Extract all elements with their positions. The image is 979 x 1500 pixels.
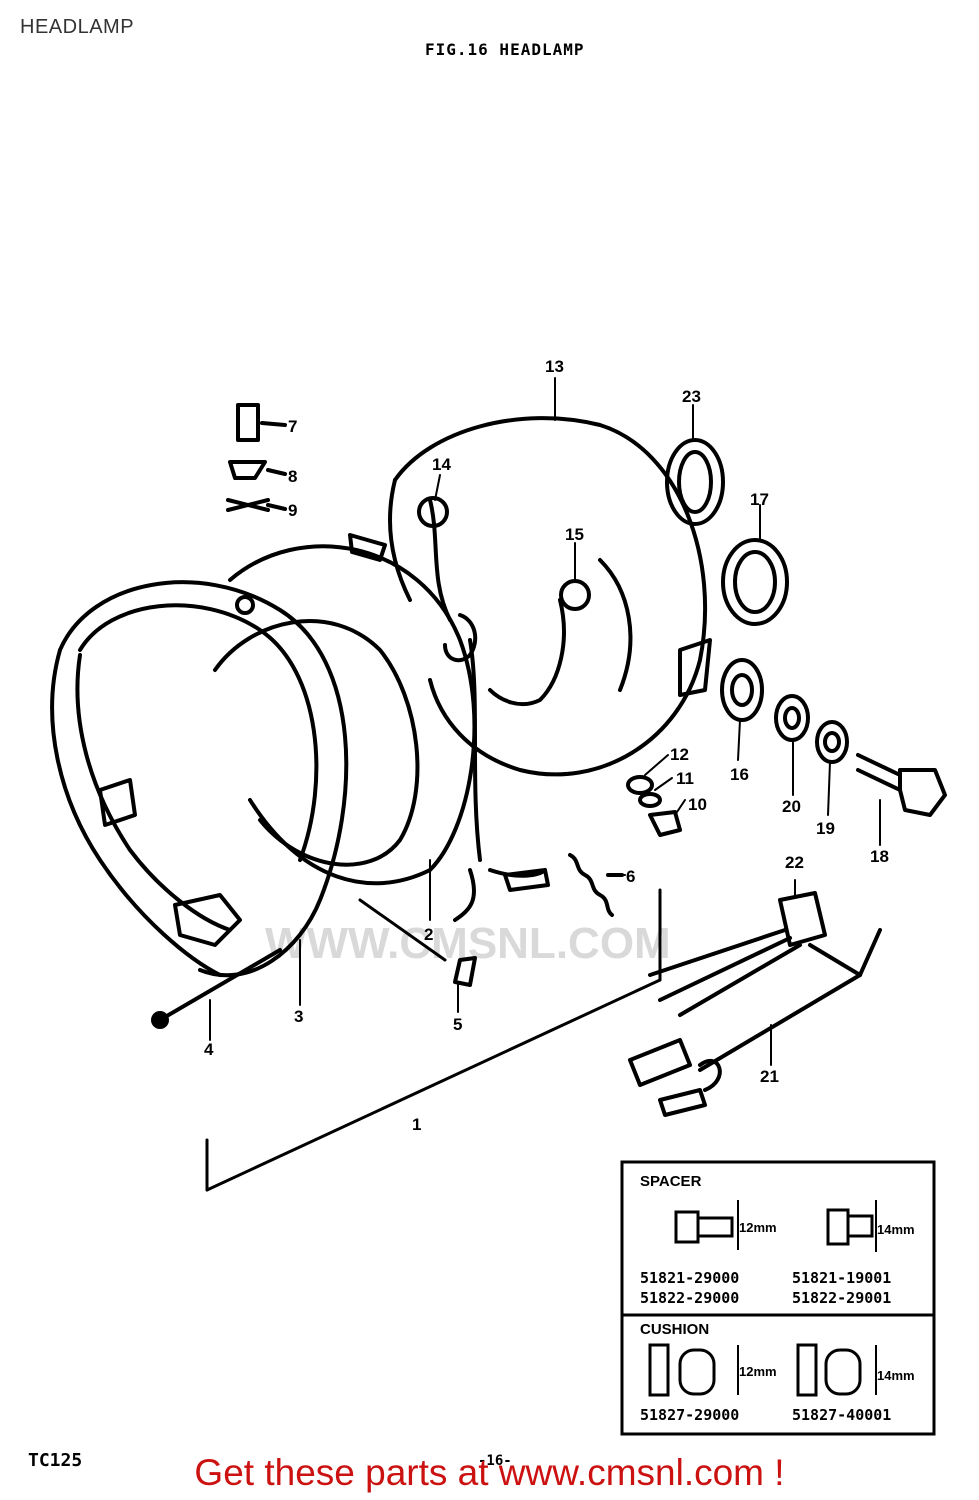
callout-5: 5	[453, 1015, 462, 1034]
spacer-drawing-a	[674, 1200, 739, 1250]
spacer-dim-b: 14mm	[877, 1222, 915, 1237]
spacer-part-a1: 51821-29000	[640, 1269, 739, 1287]
rim-fasteners	[226, 403, 287, 512]
callout-20: 20	[782, 797, 801, 816]
callout-16: 16	[730, 765, 749, 784]
callout-9: 9	[288, 501, 297, 520]
callout-12: 12	[670, 745, 689, 764]
spacer-drawing-b	[826, 1200, 877, 1252]
callout-22: 22	[785, 853, 804, 872]
cushion-dim-a: 12mm	[739, 1364, 777, 1379]
callout-2: 2	[424, 925, 433, 944]
cushion-part-b: 51827-40001	[792, 1406, 891, 1424]
mount-washers	[720, 658, 849, 764]
cushion-dim-b: 14mm	[877, 1368, 915, 1383]
spacer-dim-a: 12mm	[739, 1220, 777, 1235]
reference-table: SPACER 12mm 14mm 51821-29000 51822-29000…	[620, 1160, 936, 1436]
callout-11: 11	[676, 769, 694, 788]
spacer-part-a2: 51822-29000	[640, 1289, 739, 1307]
callout-18: 18	[870, 847, 889, 866]
callout-15: 15	[565, 525, 584, 544]
page-number: -16-	[478, 1453, 512, 1469]
callout-21: 21	[760, 1067, 779, 1086]
promo-link[interactable]: Get these parts at www.cmsnl.com !	[194, 1452, 785, 1493]
cushion-drawing-b	[796, 1343, 877, 1397]
headlamp-housing	[388, 416, 712, 777]
wiring-harness	[628, 891, 882, 1117]
spacer-title: SPACER	[640, 1173, 702, 1190]
callout-7: 7	[288, 417, 297, 436]
callout-14: 14	[432, 455, 451, 474]
assembly-bracket	[205, 888, 662, 1192]
callout-labels: 1 2 3 4 5 6 7 8 9 10 11 12 13 14 15 16 1…	[204, 357, 889, 1134]
cushion-title: CUSHION	[640, 1321, 709, 1338]
page-title: HEADLAMP	[20, 16, 135, 38]
cushion-drawing-a	[648, 1343, 739, 1397]
rim-screw	[151, 948, 282, 1029]
callout-8: 8	[288, 467, 297, 486]
lens-unit	[213, 533, 478, 886]
callout-13: 13	[545, 357, 564, 376]
callout-17: 17	[750, 490, 769, 509]
figure-title: FIG.16 HEADLAMP	[425, 40, 585, 59]
cushion-rings	[665, 438, 789, 626]
bulb-wiring	[417, 496, 591, 987]
callout-3: 3	[294, 1007, 303, 1026]
spring	[568, 853, 624, 917]
callout-23: 23	[682, 387, 701, 406]
callout-6: 6	[626, 867, 635, 886]
callout-1: 1	[412, 1115, 421, 1134]
leader-lines	[209, 377, 881, 1066]
model-code: TC125	[28, 1450, 83, 1471]
headlamp-rim	[50, 580, 349, 978]
small-screws	[626, 775, 682, 837]
callout-10: 10	[688, 795, 707, 814]
spacer-part-b1: 51821-19001	[792, 1269, 891, 1287]
callout-19: 19	[816, 819, 835, 838]
callout-4: 4	[204, 1040, 214, 1059]
spacer-part-b2: 51822-29001	[792, 1289, 891, 1307]
cushion-part-a: 51827-29000	[640, 1406, 739, 1424]
mount-bolt	[856, 753, 947, 817]
